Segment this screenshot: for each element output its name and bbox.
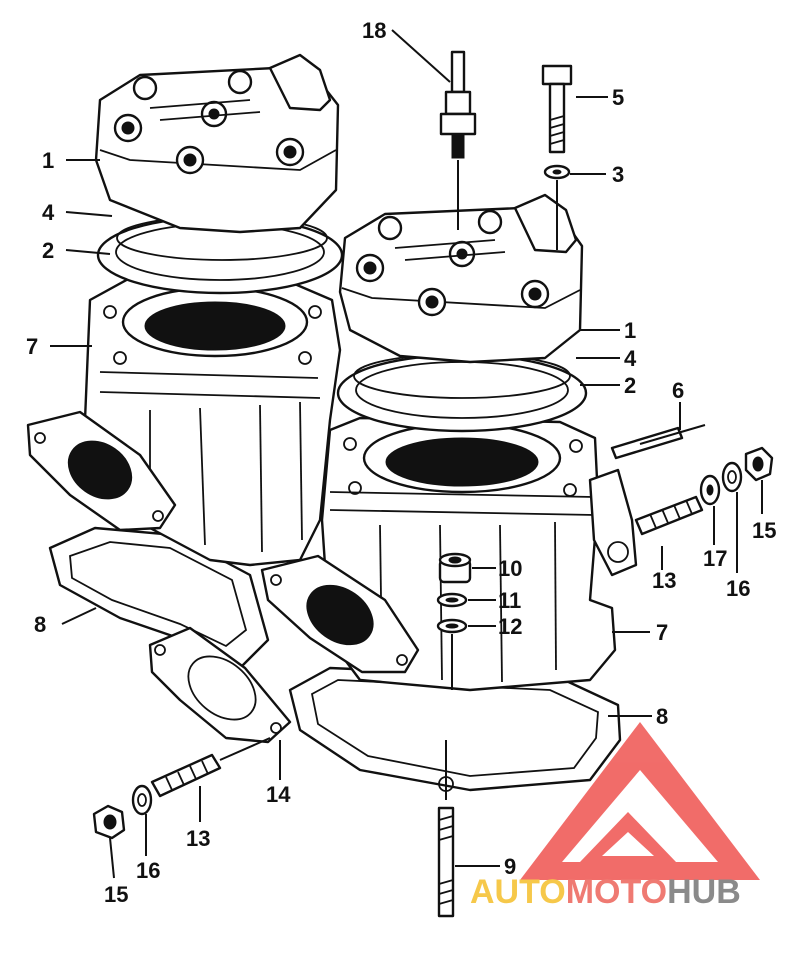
- watermark-auto: AUTO: [470, 873, 566, 911]
- exhaust-flange-right: [260, 554, 420, 674]
- callout-1-right: 1: [624, 318, 636, 343]
- flange-gasket: [148, 626, 292, 744]
- callout-3: 3: [612, 162, 624, 187]
- callout-4-right: 4: [624, 346, 637, 371]
- stud-left-icon: [150, 737, 271, 798]
- side-port-right: [588, 468, 638, 577]
- callout-18: 18: [362, 18, 386, 43]
- head-bolt-icon: [541, 64, 573, 250]
- leader-lines: [50, 29, 763, 879]
- callout-5: 5: [612, 85, 624, 110]
- callout-13-right: 13: [652, 568, 676, 593]
- callout-9: 9: [504, 854, 516, 879]
- callout-17: 17: [703, 546, 727, 571]
- cap-nut-icon: [438, 552, 472, 584]
- callout-labels: 18 5 3 1 4 2 7 8 1 4 2 6 10 11 12 13 17 …: [26, 18, 776, 907]
- callout-10: 10: [498, 556, 522, 581]
- base-gasket-left: [48, 526, 270, 670]
- callout-15-right: 15: [752, 518, 776, 543]
- lock-washer-left-icon: [131, 784, 153, 816]
- exhaust-flange-left: [26, 410, 177, 532]
- watermark-moto: MOTO: [566, 873, 667, 911]
- stud-right-icon: [634, 495, 704, 536]
- callout-4-left: 4: [42, 200, 55, 225]
- callout-1-left: 1: [42, 148, 54, 173]
- lock-washer-right-icon: [721, 461, 743, 493]
- callout-8-left: 8: [34, 612, 46, 637]
- spark-plug-icon: [439, 50, 477, 230]
- cylinder-head-left: [94, 53, 340, 234]
- svg-text:AUTOMOTOHUB: AUTOMOTOHUB: [470, 873, 741, 911]
- callout-2-left: 2: [42, 238, 54, 263]
- watermark-hub: HUB: [667, 873, 741, 911]
- lock-washer-icon: [436, 592, 468, 608]
- callout-8-right: 8: [656, 704, 668, 729]
- callout-2-right: 2: [624, 373, 636, 398]
- nut-left-icon: [92, 804, 126, 840]
- callout-16-left: 16: [136, 858, 160, 883]
- washer-icon: [543, 164, 571, 180]
- cylinder-head-right: [338, 193, 584, 364]
- flat-washer-icon: [436, 618, 468, 690]
- callout-13-left: 13: [186, 826, 210, 851]
- dowel-pin-icon: [610, 424, 706, 460]
- callout-16-right: 16: [726, 576, 750, 601]
- callout-11: 11: [498, 588, 521, 613]
- callout-14: 14: [266, 782, 291, 807]
- callout-6: 6: [672, 378, 684, 403]
- flat-washer-right-icon: [699, 474, 721, 506]
- nut-right-icon: [744, 446, 774, 482]
- callout-7-right: 7: [656, 620, 668, 645]
- callout-12: 12: [498, 614, 522, 639]
- head-gasket-right: [336, 353, 588, 433]
- watermark-text: AUTOMOTOHUB: [470, 873, 741, 911]
- long-stud-icon: [437, 740, 455, 918]
- callout-7-left: 7: [26, 334, 38, 359]
- watermark-logo-icon: [520, 722, 760, 880]
- callout-15-left: 15: [104, 882, 128, 907]
